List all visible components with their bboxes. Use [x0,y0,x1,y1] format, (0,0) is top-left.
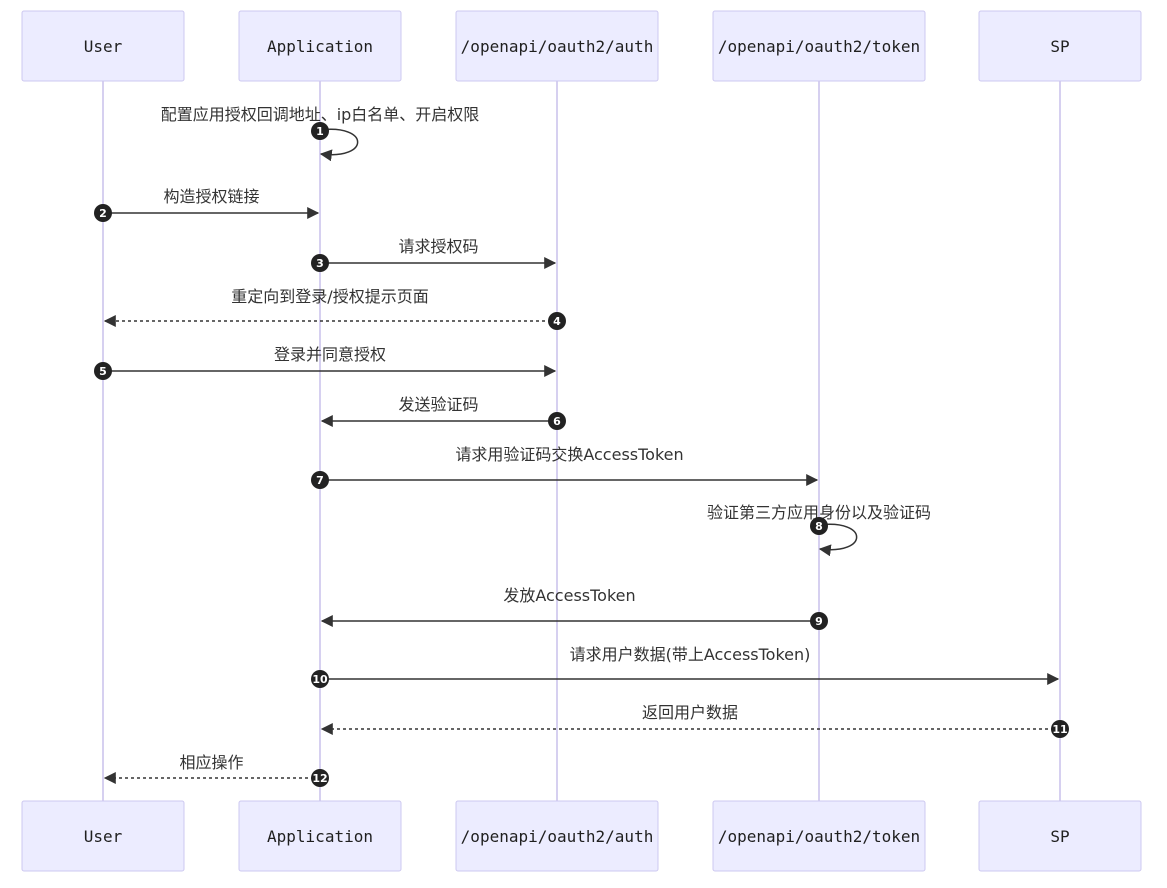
sequence-number-badge [810,612,828,630]
sequence-number-badge [810,517,828,535]
actor-label: /openapi/oauth2/auth [461,37,654,56]
sequence-number: 1 [316,125,324,138]
actor-app-bottom: Application [238,800,402,872]
actor-user-bottom: User [21,800,185,872]
actor-sp-top: SP [978,10,1142,82]
actor-label: Application [267,37,373,56]
message-label: 构造授权链接 [163,187,259,206]
message-label: 请求授权码 [398,237,478,256]
sequence-number: 10 [312,673,328,686]
message-label: 发放AccessToken [503,586,635,605]
message-3: 请求授权码 3 [311,237,557,272]
message-label: 请求用户数据(带上AccessToken) [570,645,811,664]
message-label: 返回用户数据 [642,703,738,722]
sequence-number-badge [311,670,329,688]
actor-auth-top: /openapi/oauth2/auth [455,10,659,82]
message-label: 相应操作 [179,753,243,772]
message-line [818,523,858,557]
message-9: 发放AccessToken 9 [320,586,828,630]
actor-box [712,10,926,82]
sequence-number: 12 [312,772,327,785]
actor-label: /openapi/oauth2/token [718,827,920,846]
actor-label: SP [1050,827,1069,846]
sequence-number: 7 [316,474,324,487]
actor-token-bottom: /openapi/oauth2/token [712,800,926,872]
actors-bottom: User Application/openapi/oauth2/auth/open… [21,800,1142,872]
actor-app-top: Application [238,10,402,82]
message-label: 重定向到登录/授权提示页面 [231,287,428,306]
sequence-number-badge [311,471,329,489]
sequence-number-badge [311,122,329,140]
actor-label: SP [1050,37,1069,56]
actor-box [21,10,185,82]
actor-box [21,800,185,872]
message-line [319,128,359,162]
actor-box [238,800,402,872]
message-7: 请求用验证码交换AccessToken 7 [311,445,819,489]
message-label: 验证第三方应用身份以及验证码 [707,503,931,522]
actor-user-top: User [21,10,185,82]
sequence-number-badge [94,362,112,380]
message-4: 重定向到登录/授权提示页面 4 [103,287,566,330]
actor-box [978,10,1142,82]
message-11: 返回用户数据 11 [320,703,1069,738]
actor-label: Application [267,827,373,846]
sequence-number: 4 [553,315,561,328]
sequence-number: 8 [815,520,823,533]
actors-top: User Application/openapi/oauth2/auth/open… [21,10,1142,82]
actor-box [455,800,659,872]
message-12: 相应操作 12 [103,753,329,787]
sequence-number: 2 [99,207,107,220]
sequence-number-badge [548,412,566,430]
actor-label: User [84,827,123,846]
sequence-number-badge [1051,720,1069,738]
actor-sp-bottom: SP [978,800,1142,872]
sequence-number: 11 [1052,723,1067,736]
sequence-number-badge [311,254,329,272]
actor-token-top: /openapi/oauth2/token [712,10,926,82]
sequence-number-badge [311,769,329,787]
sequence-number: 5 [99,365,107,378]
message-5: 登录并同意授权 5 [94,345,557,380]
message-label: 发送验证码 [398,395,478,414]
sequence-number: 9 [815,615,823,628]
message-label: 登录并同意授权 [274,345,386,364]
actor-box [238,10,402,82]
message-2: 构造授权链接 2 [94,187,320,222]
actor-label: /openapi/oauth2/auth [461,827,654,846]
actor-label: User [84,37,123,56]
message-label: 配置应用授权回调地址、ip白名单、开启权限 [161,105,480,124]
sequence-number-badge [548,312,566,330]
sequence-number: 3 [316,257,324,270]
sequence-number-badge [94,204,112,222]
actor-auth-bottom: /openapi/oauth2/auth [455,800,659,872]
message-6: 发送验证码 6 [320,395,566,430]
actor-box [455,10,659,82]
sequence-number: 6 [553,415,561,428]
message-label: 请求用验证码交换AccessToken [455,445,683,464]
actor-box [978,800,1142,872]
message-10: 请求用户数据(带上AccessToken) 10 [311,645,1060,688]
actor-label: /openapi/oauth2/token [718,37,920,56]
actor-box [712,800,926,872]
